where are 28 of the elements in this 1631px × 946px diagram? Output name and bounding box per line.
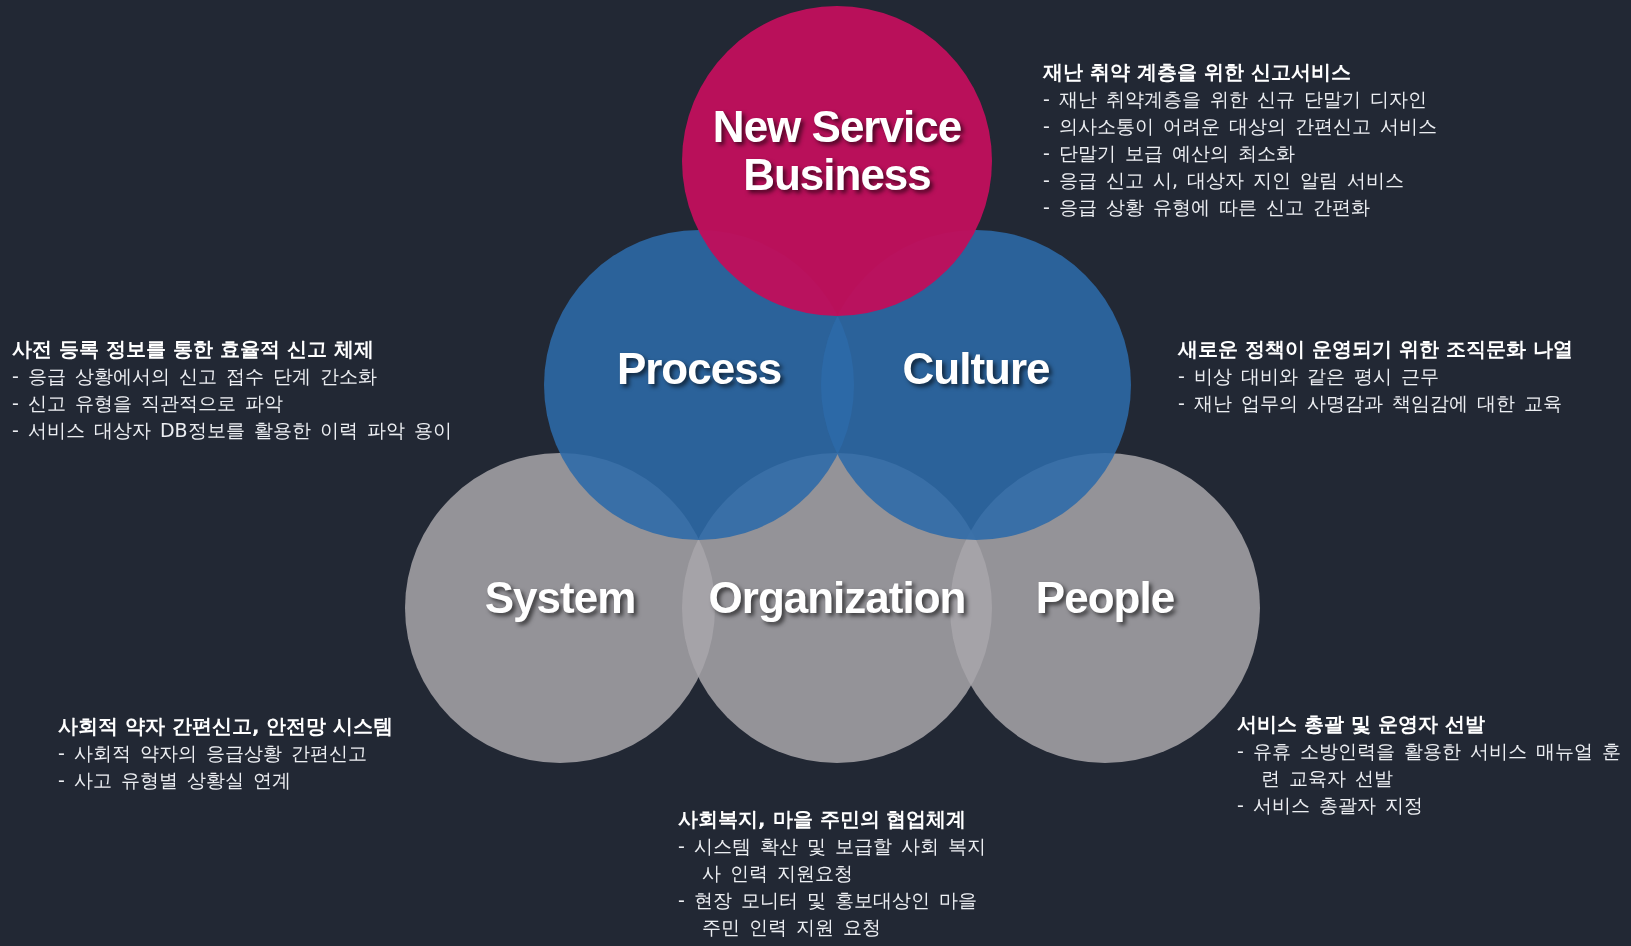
block-heading: 서비스 총괄 및 운영자 선발 [1237,711,1486,738]
bullet-item: - 응급 상황 유형에 따른 신고 간편화 [1043,195,1372,220]
bullet-item: - 의사소통이 어려운 대상의 간편신고 서비스 [1043,114,1439,139]
block-heading: 새로운 정책이 운영되기 위한 조직문화 나열 [1178,336,1574,363]
bullet-item: - 재난 취약계층을 위한 신규 단말기 디자인 [1043,87,1429,112]
bullet-item: - 서비스 총괄자 지정 [1237,793,1424,818]
bullet-item: - 시스템 확산 및 보급할 사회 복지사 인력 지원요청 [678,834,988,886]
bullet-item: - 신고 유형을 직관적으로 파악 [12,391,284,416]
circle-label: System [484,574,636,622]
block-heading: 사회적 약자 간편신고, 안전망 시스템 [58,713,395,740]
bullet-item: - 응급 상황에서의 신고 접수 단계 간소화 [12,364,379,389]
bullet-item: - 비상 대비와 같은 평시 근무 [1178,364,1441,389]
bullet-item: - 재난 업무의 사명감과 책임감에 대한 교육 [1178,391,1564,416]
bullet-item: - 서비스 대상자 DB정보를 활용한 이력 파악 용이 [12,418,453,443]
bullet-item: - 사회적 약자의 응급상황 간편신고 [58,741,368,766]
bullet-item: - 응급 신고 시, 대상자 지인 알림 서비스 [1043,168,1406,193]
block-heading: 재난 취약 계층을 위한 신고서비스 [1043,59,1352,86]
bullet-item: - 유휴 소방인력을 활용한 서비스 매뉴얼 훈련 교육자 선발 [1237,739,1623,791]
circle-label: New Service Business [711,103,963,199]
bullet-item: - 단말기 보급 예산의 최소화 [1043,141,1296,166]
block-heading: 사전 등록 정보를 통한 효율적 신고 체제 [12,336,375,363]
circle-label: Organization [708,574,966,622]
bullet-item: - 현장 모니터 및 홍보대상인 마을 주민 인력 지원 요청 [678,888,979,940]
circle-label: Culture [902,345,1050,393]
circle-label: People [1035,574,1175,622]
bullet-item: - 사고 유형별 상황실 연계 [58,768,292,793]
circle-label: Process [616,345,782,393]
block-heading: 사회복지, 마을 주민의 협업체계 [678,806,968,833]
